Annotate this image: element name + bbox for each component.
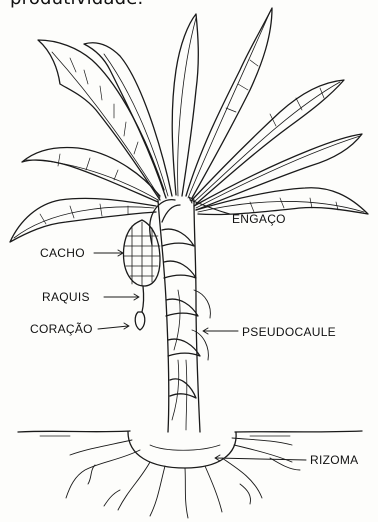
ground-line — [18, 431, 362, 436]
cacho-bunch — [124, 220, 160, 286]
pseudostem — [158, 200, 210, 432]
label-rizoma: RIZOMA — [310, 453, 358, 467]
label-cacho: CACHO — [40, 246, 85, 260]
label-raquis: RAQUIS — [42, 290, 90, 304]
leaves — [10, 8, 368, 242]
label-coracao: CORAÇÃO — [30, 322, 93, 336]
label-engaco: ENGAÇO — [232, 212, 286, 226]
raquis-and-coracao — [135, 286, 145, 330]
label-pseudocaule: PSEUDOCAULE — [242, 325, 336, 339]
rhizome — [128, 432, 236, 468]
engaco-stalk — [150, 200, 180, 245]
